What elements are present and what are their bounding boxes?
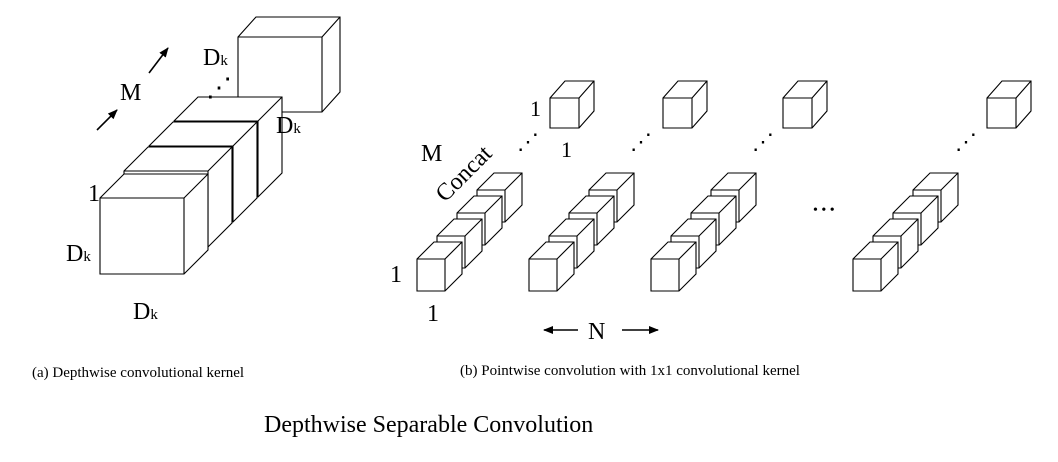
depth-arrow-upper [148, 47, 169, 74]
pointwise-kernel-group [416, 172, 523, 292]
pointwise-kernel-group [650, 172, 757, 292]
panel-a-depthwise-kernel: M ⋰ 1 Dk Dk Dk Dk (a) Depthwise convolut… [32, 16, 341, 381]
one-label-left: 1 [390, 262, 402, 288]
depth-label-m: M [120, 80, 141, 106]
stack-ellipsis-3: ⋰ [752, 129, 774, 154]
stack-ellipsis-1: ⋰ [517, 129, 539, 154]
depthwise-kernel-stack [99, 16, 341, 275]
pointwise-kernel-group [528, 172, 635, 292]
pointwise-kernel-cube [650, 241, 697, 292]
pointwise-kernel-top-cube [549, 80, 595, 129]
pointwise-kernel-group [852, 172, 959, 292]
pointwise-kernel-top-cube [662, 80, 708, 129]
dk-label-left: Dk [66, 241, 91, 267]
dk-label-right: Dk [276, 113, 301, 139]
stack-ellipsis-4: ⋰ [955, 129, 977, 154]
dk-label-top: Dk [203, 45, 228, 71]
first-channel-label: 1 [88, 181, 100, 207]
depthwise-kernel-slice [99, 173, 209, 275]
one-label-bottom: 1 [427, 301, 439, 327]
caption-b: (b) Pointwise convolution with 1x1 convo… [460, 363, 800, 379]
group-ellipsis: • • • [813, 203, 835, 218]
pointwise-kernel-cube [416, 241, 463, 292]
dk-label-bottom: Dk [133, 299, 158, 325]
stack-ellipsis-2: ⋰ [630, 129, 652, 154]
depth-arrow-lower [96, 109, 118, 131]
panel-b-pointwise-kernels: M Concat 1 1 1 1 ⋰ ⋰ ⋰ ⋰ • • • N (b) Poi… [390, 80, 1032, 379]
pointwise-kernel-cube [852, 241, 899, 292]
depth-ellipsis: ⋰ [206, 73, 232, 102]
top-one-label-bottom: 1 [561, 137, 572, 162]
pointwise-kernel-top-cube [986, 80, 1032, 129]
n-label: N [588, 319, 605, 345]
caption-a: (a) Depthwise convolutional kernel [32, 365, 244, 381]
top-one-label: 1 [530, 96, 541, 121]
depth-label-m-b: M [421, 141, 442, 167]
pointwise-kernel-top-cube [782, 80, 828, 129]
figure-title: Depthwise Separable Convolution [264, 412, 593, 438]
pointwise-kernel-groups [416, 80, 1032, 292]
pointwise-kernel-cube [528, 241, 575, 292]
